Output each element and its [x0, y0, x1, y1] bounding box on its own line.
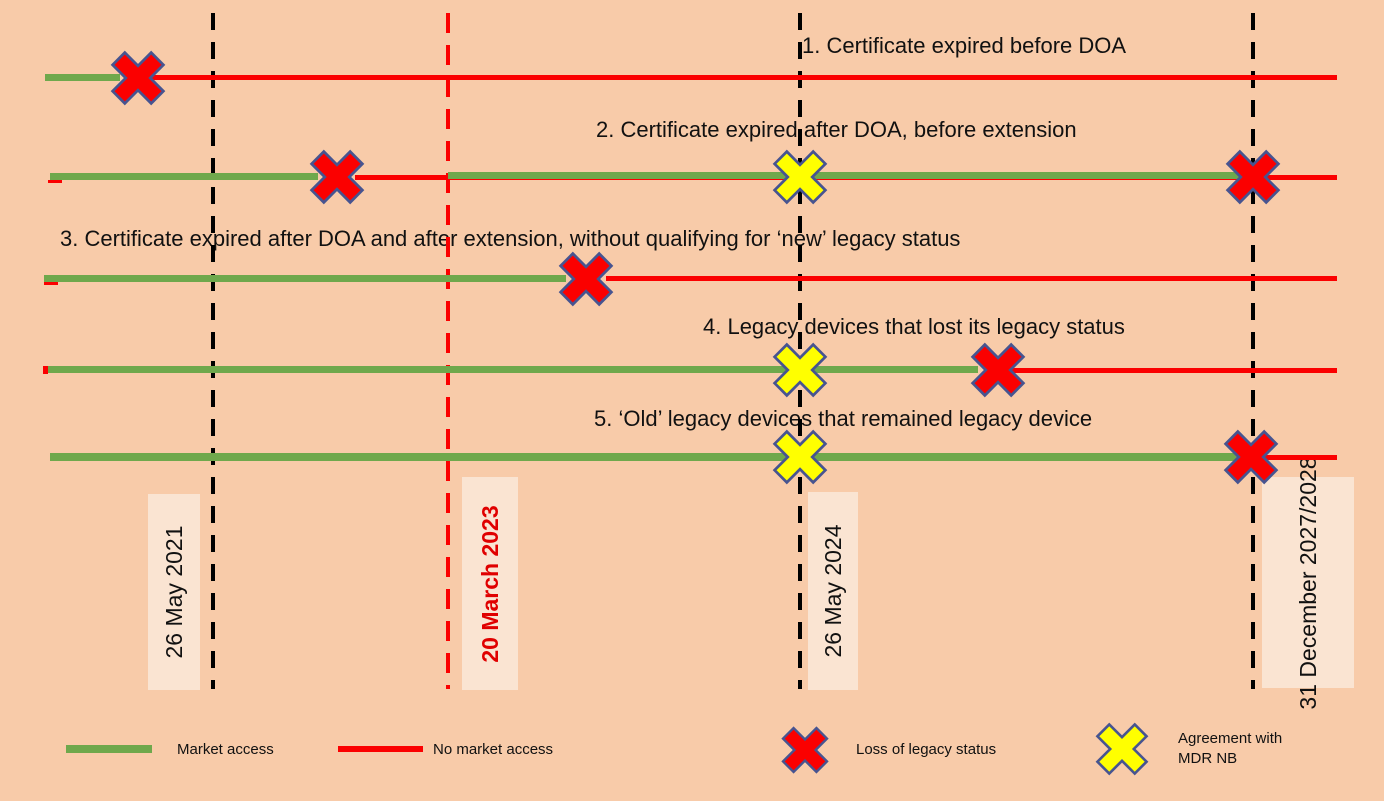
marker-wrap — [1223, 147, 1283, 212]
milestone-label: 26 May 2024 — [820, 524, 846, 658]
legend-agreement-x-icon — [1095, 722, 1149, 776]
agreement-with-mdr-nb-x-icon — [772, 149, 828, 205]
timeline-segment-red — [1250, 455, 1337, 460]
loss-of-legacy-status-x-icon-shape — [1225, 149, 1281, 205]
timeline-segment-red — [1000, 368, 1337, 373]
timeline-segment-green — [448, 172, 1240, 179]
marker-wrap — [770, 427, 830, 492]
legend-item-label: Market access — [177, 741, 274, 758]
marker-wrap — [770, 340, 830, 405]
marker-wrap — [108, 48, 168, 113]
marker-wrap — [556, 249, 616, 314]
timeline-segment-green — [50, 173, 318, 180]
agreement-with-mdr-nb-x-icon-shape — [772, 149, 828, 205]
timeline-segment-red — [44, 282, 58, 285]
legend-item-label: No market access — [433, 741, 554, 758]
milestone-dashed-line — [211, 13, 215, 689]
milestone-label-box: 26 May 2024 — [808, 492, 858, 690]
milestone-dashed-line — [798, 13, 802, 689]
timeline-segment-red — [43, 366, 48, 374]
marker-wrap — [770, 147, 830, 212]
milestone-label: 20 March 2023 — [477, 504, 503, 663]
loss-of-legacy-status-x-icon-shape — [1223, 429, 1279, 485]
scenario-label: 1. Certificate expired before DOA — [802, 33, 1127, 58]
legend-agreement-x-icon-shape — [1095, 722, 1149, 776]
agreement-with-mdr-nb-x-icon-shape — [772, 342, 828, 398]
timeline-segment-red — [150, 75, 1337, 80]
timeline-segment-red — [606, 276, 1337, 281]
scenario-label: 4. Legacy devices that lost its legacy s… — [703, 314, 1125, 339]
marker-wrap — [968, 340, 1028, 405]
marker-wrap — [307, 147, 367, 212]
agreement-with-mdr-nb-x-icon-shape — [772, 429, 828, 485]
agreement-with-mdr-nb-x-icon — [772, 342, 828, 398]
timeline-segment-green — [45, 74, 120, 81]
milestone-label-box: 26 May 2021 — [148, 494, 200, 690]
loss-of-legacy-status-x-icon — [558, 251, 614, 307]
loss-of-legacy-status-x-icon — [970, 342, 1026, 398]
legend-swatch-red-line — [338, 746, 423, 752]
loss-of-legacy-status-x-icon — [309, 149, 365, 205]
legend-item-label: Agreement with MDR NB — [1178, 730, 1283, 767]
agreement-with-mdr-nb-x-icon — [772, 429, 828, 485]
loss-of-legacy-status-x-icon — [110, 50, 166, 106]
loss-of-legacy-status-x-icon-shape — [970, 342, 1026, 398]
loss-of-legacy-status-x-icon-shape — [110, 50, 166, 106]
milestone-label-box: 31 December 2027/2028 — [1262, 456, 1354, 709]
legend-marker-wrap — [1093, 720, 1151, 783]
loss-of-legacy-status-x-icon-shape — [309, 149, 365, 205]
scenario-label: 3. Certificate expired after DOA and aft… — [60, 226, 961, 251]
timeline-segment-green — [48, 366, 978, 373]
timeline-segment-green — [50, 453, 1238, 461]
scenario-label: 5. ‘Old’ legacy devices that remained le… — [594, 406, 1093, 431]
milestone-label-box: 20 March 2023 — [462, 477, 518, 690]
legend-item-label: Loss of legacy status — [856, 741, 997, 758]
milestone-dashed-line — [1251, 13, 1255, 689]
scenario-label: 2. Certificate expired after DOA, before… — [596, 117, 1077, 142]
marker-wrap — [1221, 427, 1281, 492]
legend-marker-wrap — [779, 724, 831, 781]
milestone-dashed-line — [446, 13, 450, 689]
milestone-label: 26 May 2021 — [161, 525, 187, 659]
legend-loss-of-legacy-x-icon — [781, 726, 829, 774]
loss-of-legacy-status-x-icon — [1223, 429, 1279, 485]
legend-loss-of-legacy-x-icon-shape — [781, 726, 829, 774]
loss-of-legacy-status-x-icon-shape — [558, 251, 614, 307]
timeline-segment-red — [48, 180, 62, 183]
legend-swatch-green-line — [66, 745, 152, 753]
timeline-segment-green — [44, 275, 566, 282]
loss-of-legacy-status-x-icon — [1225, 149, 1281, 205]
milestone-label: 31 December 2027/2028 — [1295, 455, 1321, 710]
